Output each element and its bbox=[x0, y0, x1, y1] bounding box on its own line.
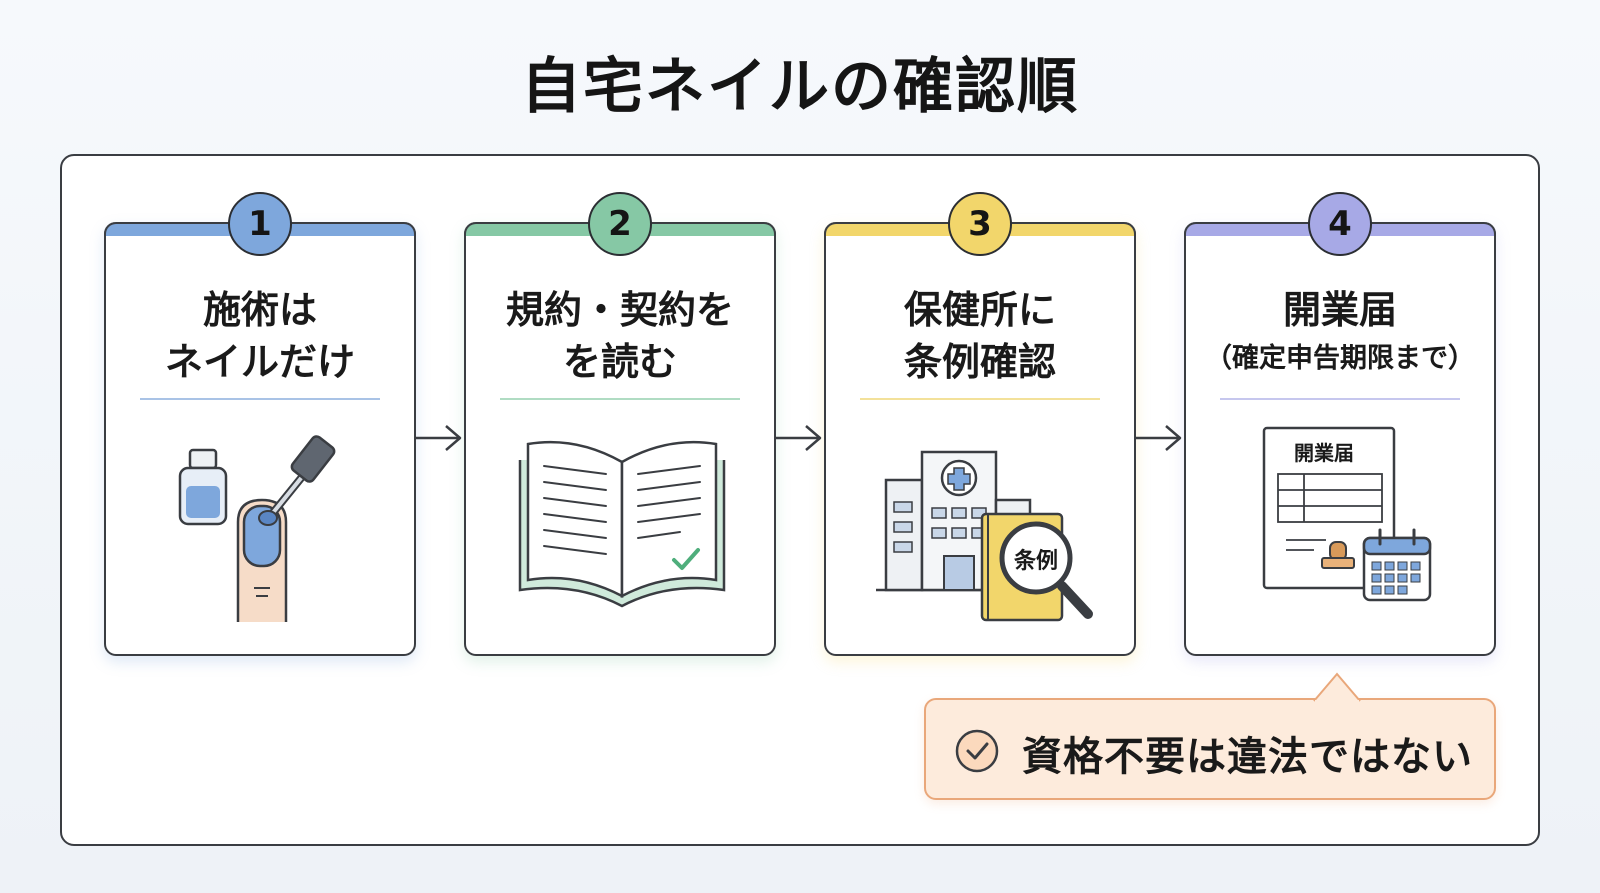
page-title: 自宅ネイルの確認順 bbox=[521, 52, 1079, 122]
step-2-divider bbox=[500, 398, 740, 400]
step-card-4: 4 開業届 （確定申告期限まで） 開業届 bbox=[1184, 192, 1496, 656]
arrow-right-icon bbox=[776, 425, 822, 451]
open-book-icon bbox=[518, 440, 726, 608]
step-3-divider bbox=[860, 398, 1100, 400]
health-center-icon: 条例 bbox=[876, 450, 1093, 622]
step-1-badge: 1 bbox=[228, 192, 292, 256]
check-circle-icon bbox=[955, 729, 999, 773]
step-3-badge: 3 bbox=[948, 192, 1012, 256]
arrow-right-icon bbox=[416, 425, 462, 451]
magnifier-label: 条例 bbox=[1013, 548, 1058, 574]
callout-pointer bbox=[1313, 672, 1361, 702]
step-4-divider bbox=[1220, 398, 1460, 400]
step-card-3: 3 保健所に 条例確認 条例 bbox=[824, 192, 1136, 656]
step-3-heading: 保健所に 条例確認 bbox=[826, 284, 1134, 388]
step-3-heading-line-1: 保健所に bbox=[903, 288, 1056, 332]
callout-text: 資格不要は違法ではない bbox=[1022, 734, 1473, 780]
nail-polish-icon bbox=[178, 435, 336, 622]
step-1-heading-line-2: ネイルだけ bbox=[164, 340, 355, 384]
step-4-heading: 開業届 （確定申告期限まで） bbox=[1186, 284, 1494, 382]
step-1-heading-line-1: 施術は bbox=[202, 288, 317, 332]
step-2-heading-line-2: を読む bbox=[562, 340, 677, 384]
step-4-heading-line-2: （確定申告期限まで） bbox=[1205, 343, 1475, 374]
business-notice-form-icon: 開業届 bbox=[1262, 426, 1432, 602]
step-2-badge: 2 bbox=[588, 192, 652, 256]
step-4-heading-line-1: 開業届 bbox=[1282, 288, 1397, 332]
step-4-badge: 4 bbox=[1308, 192, 1372, 256]
form-title: 開業届 bbox=[1294, 441, 1354, 465]
note-callout: 資格不要は違法ではない bbox=[924, 672, 1496, 800]
step-1-divider bbox=[140, 398, 380, 400]
step-2-heading-line-1: 規約・契約を bbox=[505, 288, 734, 332]
step-2-heading: 規約・契約を を読む bbox=[466, 284, 774, 388]
step-3-heading-line-2: 条例確認 bbox=[903, 340, 1056, 384]
arrow-right-icon bbox=[1136, 425, 1182, 451]
step-1-heading: 施術は ネイルだけ bbox=[106, 284, 414, 388]
step-card-1: 1 施術は ネイルだけ bbox=[104, 192, 416, 656]
step-card-2: 2 規約・契約を を読む bbox=[464, 192, 776, 656]
